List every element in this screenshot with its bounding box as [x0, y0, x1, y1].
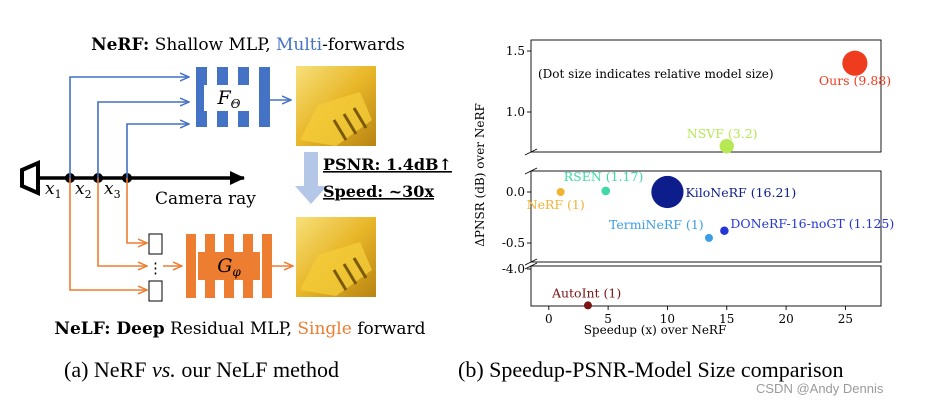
x-tick-label: 25: [838, 312, 853, 326]
y-tick-label: 1.0: [506, 105, 525, 119]
camera-icon: [20, 159, 40, 197]
speedup-psnr-chart: 1.0 1.5 -0.5 0.0 -4.0 0 5 10 15 20 25 Ours (9.88) N…: [473, 39, 894, 337]
point-label-nerf: NeRF (1): [527, 197, 585, 212]
caption-a: (a) NeRF vs. our NeLF method: [64, 357, 339, 382]
point-label-rsen: RSEN (1.17): [564, 169, 644, 184]
nelf-render-image: [296, 217, 376, 297]
nelf-diagram: NeRF: Shallow MLP, Multi-forwards x1 x2 …: [20, 35, 452, 339]
nerf-render-image: [296, 66, 376, 146]
improvement-arrow: [295, 152, 327, 204]
camera-ray-label: Camera ray: [155, 189, 256, 209]
input-slots: [148, 233, 163, 302]
point-label-nsvf: NSVF (3.2): [687, 126, 758, 141]
point-nsvf: [719, 139, 734, 154]
axis-break-mark: [524, 148, 538, 156]
point-autoint: [583, 301, 592, 310]
nelf-mlp-label-bg: [198, 252, 260, 280]
x-axis-label: Speedup (x) over NeRF: [584, 323, 727, 337]
nelf-connectors: [69, 178, 292, 290]
nelf-mlp-label: Gφ: [217, 255, 241, 279]
point-terminerf: [704, 233, 713, 242]
point-donerf-16-nogt: [720, 226, 729, 236]
x-tick-label: 20: [778, 312, 793, 326]
y-tick-label: 1.5: [506, 44, 525, 58]
y-axis-label: ΔPNSR (dB) over NeRF: [473, 103, 487, 247]
point-ours: [842, 50, 868, 76]
plot-panel-lower: [530, 265, 882, 307]
axis-break-mark: [524, 258, 538, 266]
point-kilonerf: [651, 175, 684, 209]
nerf-mlp-label: FΘ: [216, 87, 240, 111]
point-label-3: x3: [104, 179, 121, 201]
y-tick-label: -0.5: [502, 236, 525, 250]
x-tick-label: 0: [545, 312, 553, 326]
plot-panel-upper: [530, 39, 882, 153]
point-label-ours: Ours (9.88): [819, 73, 891, 88]
x-tick-label: 15: [719, 312, 734, 326]
point-label-1: x1: [45, 179, 62, 201]
chart-note: (Dot size indicates relative model size): [538, 67, 774, 81]
nelf-title: NeLF: Deep Residual MLP, Single forward: [54, 319, 425, 339]
psnr-gain: PSNR: 1.4dB↑: [323, 155, 452, 174]
point-label-donerf-16-nogt: DONeRF-16-noGT (1.125): [730, 216, 894, 231]
point-label-autoint: AutoInt (1): [551, 285, 621, 300]
input-slots-ellipsis: ⋮: [148, 259, 163, 277]
point-label-2: x2: [75, 179, 92, 201]
point-label-kilonerf: KiloNeRF (16.21): [685, 185, 796, 200]
y-tick-label: 0.0: [506, 185, 525, 199]
axis-break-1: [523, 263, 889, 265]
axis-break-mark: [524, 167, 538, 175]
point-rsen: [601, 186, 611, 196]
watermark: CSDN @Andy Dennis: [756, 381, 884, 396]
caption-b: (b) Speedup-PSNR-Model Size comparison: [458, 357, 844, 382]
x-tick-label: 10: [660, 312, 675, 326]
speed-gain: Speed: ~30x: [323, 182, 434, 201]
axis-break-0: [523, 153, 889, 170]
point-label-terminerf: TermiNeRF (1): [609, 217, 704, 232]
axis-break-mark: [524, 262, 538, 270]
nerf-mlp-label-bg: [204, 85, 254, 111]
y-tick-label: -4.0: [502, 262, 525, 276]
plot-panel-middle: [530, 170, 882, 263]
x-tick-label: 5: [604, 312, 612, 326]
nerf-title: NeRF: Shallow MLP, Multi-forwards: [91, 35, 405, 55]
point-nerf: [556, 188, 565, 196]
